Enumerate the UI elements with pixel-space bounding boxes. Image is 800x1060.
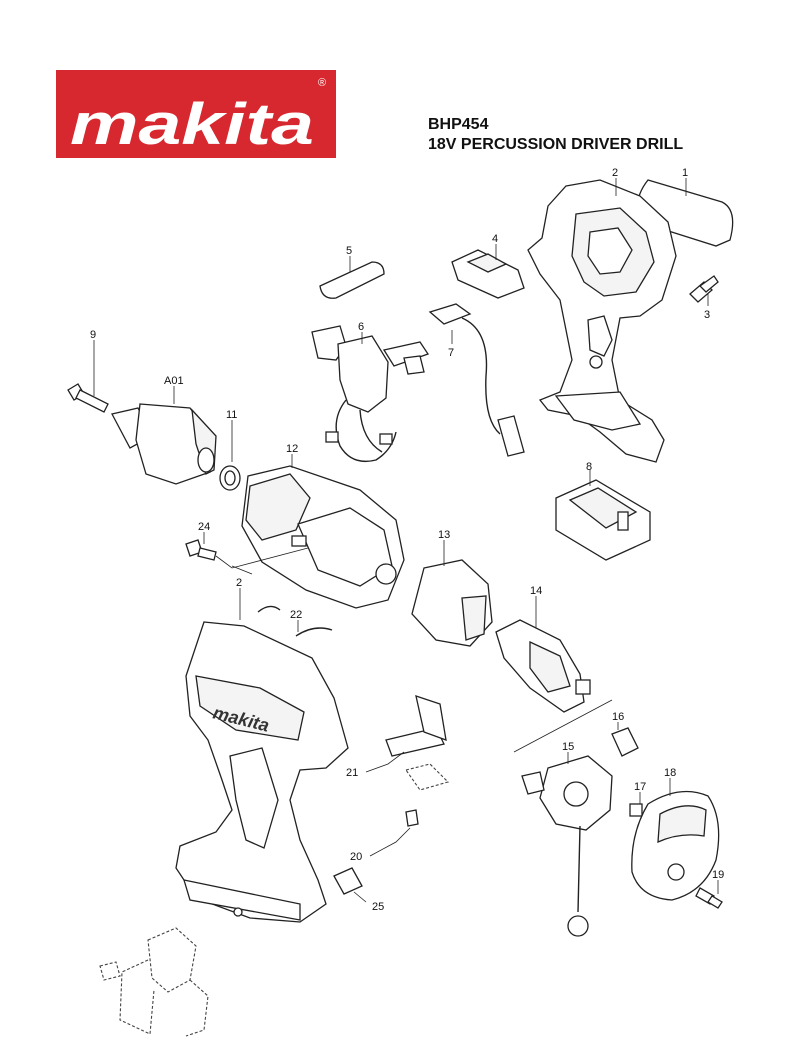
part-1-label-strip[interactable] <box>636 178 734 247</box>
callout-2-bottom: 2 <box>236 577 242 589</box>
logo-wordmark: makita <box>70 92 314 157</box>
callout-17: 17 <box>634 781 646 793</box>
callout-2-top: 2 <box>612 167 618 179</box>
part-19-screw[interactable] <box>695 880 723 909</box>
part-24-screw[interactable] <box>185 532 309 569</box>
part-2-housing-top[interactable] <box>527 178 677 463</box>
part-3-screw[interactable] <box>689 275 719 306</box>
callout-21: 21 <box>346 767 358 779</box>
callout-6: 6 <box>358 321 364 333</box>
part-6-switch[interactable] <box>311 325 430 463</box>
part-8-controller[interactable] <box>555 470 651 561</box>
model-number: BHP454 <box>428 116 489 133</box>
callout-16: 16 <box>612 711 624 723</box>
callout-8: 8 <box>586 461 592 473</box>
part-16-brush[interactable] <box>611 722 639 757</box>
callout-24: 24 <box>198 521 210 533</box>
callout-1: 1 <box>682 167 688 179</box>
part-18-rear-cover[interactable] <box>631 778 720 901</box>
part-2-housing-bottom[interactable]: makita <box>175 588 349 923</box>
part-21-bracket[interactable] <box>365 695 450 791</box>
part-13-stator[interactable] <box>411 540 493 647</box>
part-11-washer[interactable] <box>219 420 241 491</box>
logo-background <box>56 70 336 158</box>
part-25-clip[interactable] <box>333 867 367 903</box>
part-15-brush-holder[interactable] <box>521 752 613 937</box>
callout-5: 5 <box>346 245 352 257</box>
part-5-switch-lever[interactable] <box>319 256 385 299</box>
part-a01-chuck[interactable] <box>111 386 217 485</box>
battery-outline-dashed <box>99 927 209 1037</box>
callout-9: 9 <box>90 329 96 341</box>
callout-25: 25 <box>372 901 384 913</box>
part-20-screw[interactable] <box>369 809 419 857</box>
callout-7: 7 <box>448 347 454 359</box>
part-9-screw[interactable] <box>67 340 109 413</box>
part-17-bushing[interactable] <box>629 792 643 817</box>
callout-14: 14 <box>530 585 542 597</box>
callout-11: 11 <box>226 409 237 421</box>
callout-12: 12 <box>286 443 298 455</box>
callout-3: 3 <box>704 309 710 321</box>
callout-4: 4 <box>492 233 498 245</box>
product-description: 18V PERCUSSION DRIVER DRILL <box>428 136 684 153</box>
part-14-armature[interactable] <box>495 596 591 713</box>
callout-15: 15 <box>562 741 574 753</box>
part-12-gear-assembly[interactable] <box>241 454 405 609</box>
callout-19: 19 <box>712 869 724 881</box>
callout-13: 13 <box>438 529 450 541</box>
part-22-spring[interactable] <box>257 605 333 637</box>
leader-chuck-group <box>231 565 253 575</box>
part-7-led-wire[interactable] <box>428 303 525 457</box>
callout-a01: A01 <box>164 375 184 387</box>
callout-20: 20 <box>350 851 362 863</box>
leader-armature-group <box>513 699 613 753</box>
callout-18: 18 <box>664 767 676 779</box>
callout-22: 22 <box>290 609 302 621</box>
registered-mark: ® <box>318 77 326 89</box>
part-4-connector[interactable] <box>451 244 525 299</box>
makita-logo: makita ® <box>56 70 336 158</box>
